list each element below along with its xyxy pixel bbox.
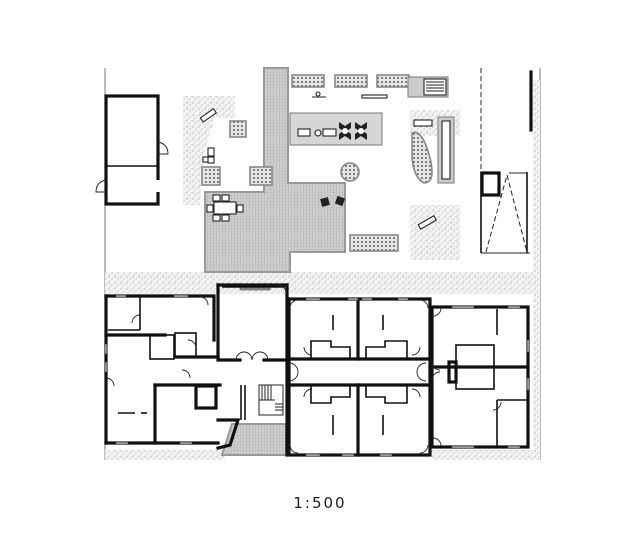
windows	[104, 287, 530, 457]
grill-unit	[407, 76, 449, 98]
dining-table-with-chairs	[206, 194, 244, 222]
main-building	[104, 283, 530, 457]
lounge-chairs	[320, 195, 346, 207]
planters	[201, 74, 433, 252]
paved-terrace	[204, 67, 346, 273]
door-swings	[105, 284, 502, 454]
outdoor-kitchen	[289, 112, 383, 146]
carport	[480, 70, 533, 254]
benches	[199, 91, 455, 230]
outbuilding	[95, 94, 169, 206]
gravel-areas	[105, 80, 540, 460]
staircase	[258, 384, 284, 416]
scale-label: 1:500	[293, 494, 347, 512]
garden-chairs	[202, 147, 215, 164]
